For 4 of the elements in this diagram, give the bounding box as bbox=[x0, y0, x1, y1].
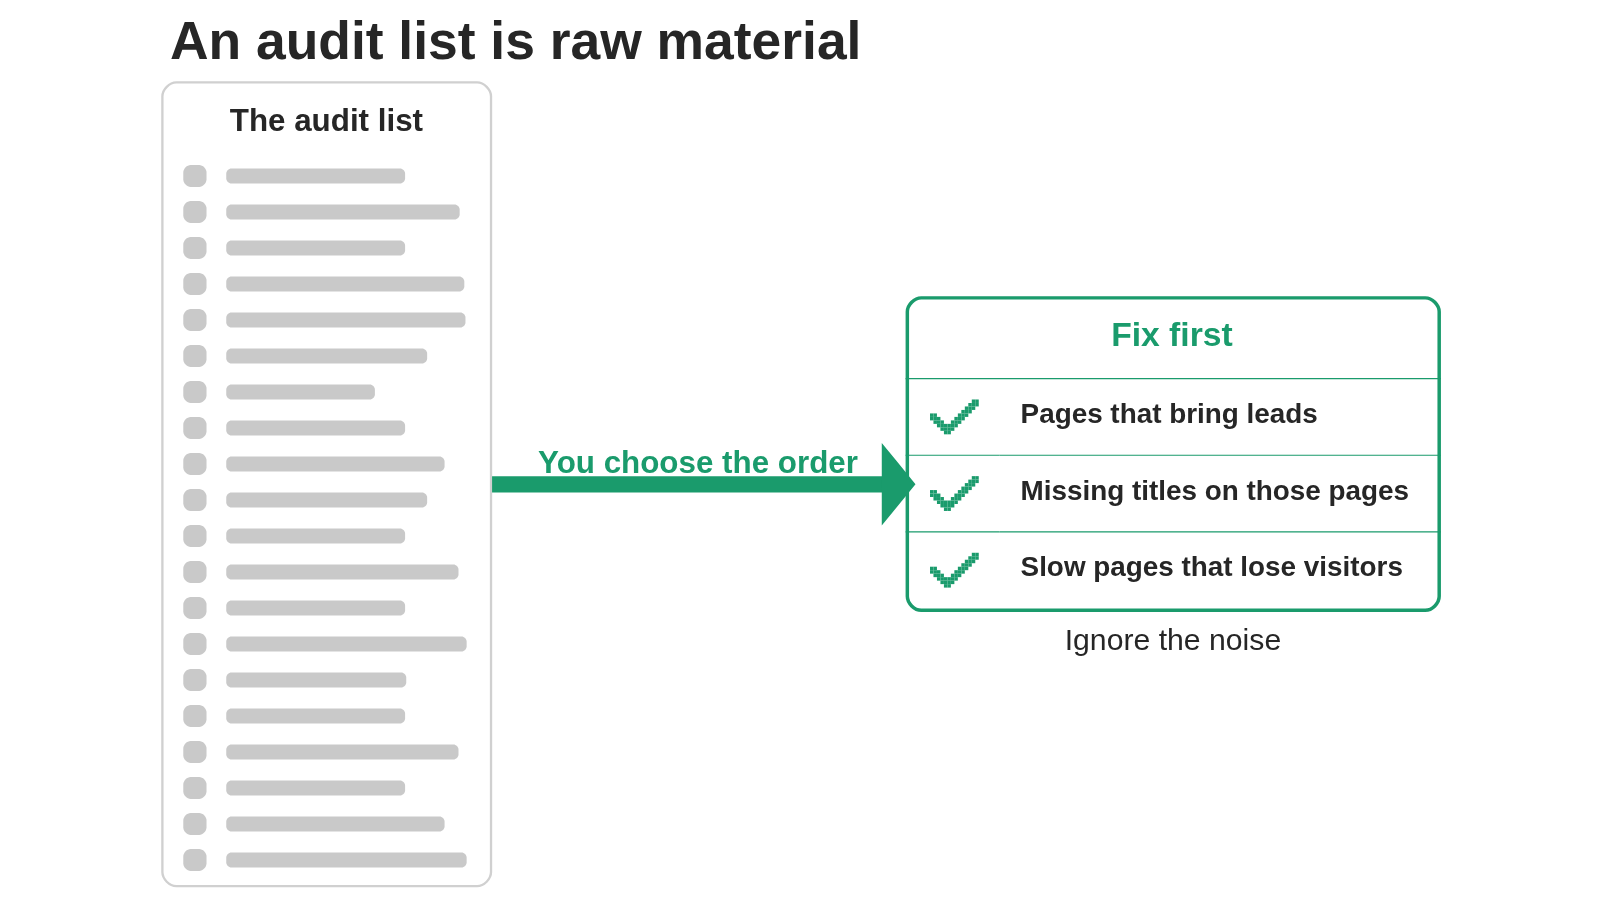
diagram-title: An audit list is raw material bbox=[169, 11, 861, 70]
node-label: Ignore the noise bbox=[1064, 623, 1281, 657]
edge-label: You choose the order bbox=[537, 445, 858, 481]
arrow bbox=[491, 442, 915, 526]
